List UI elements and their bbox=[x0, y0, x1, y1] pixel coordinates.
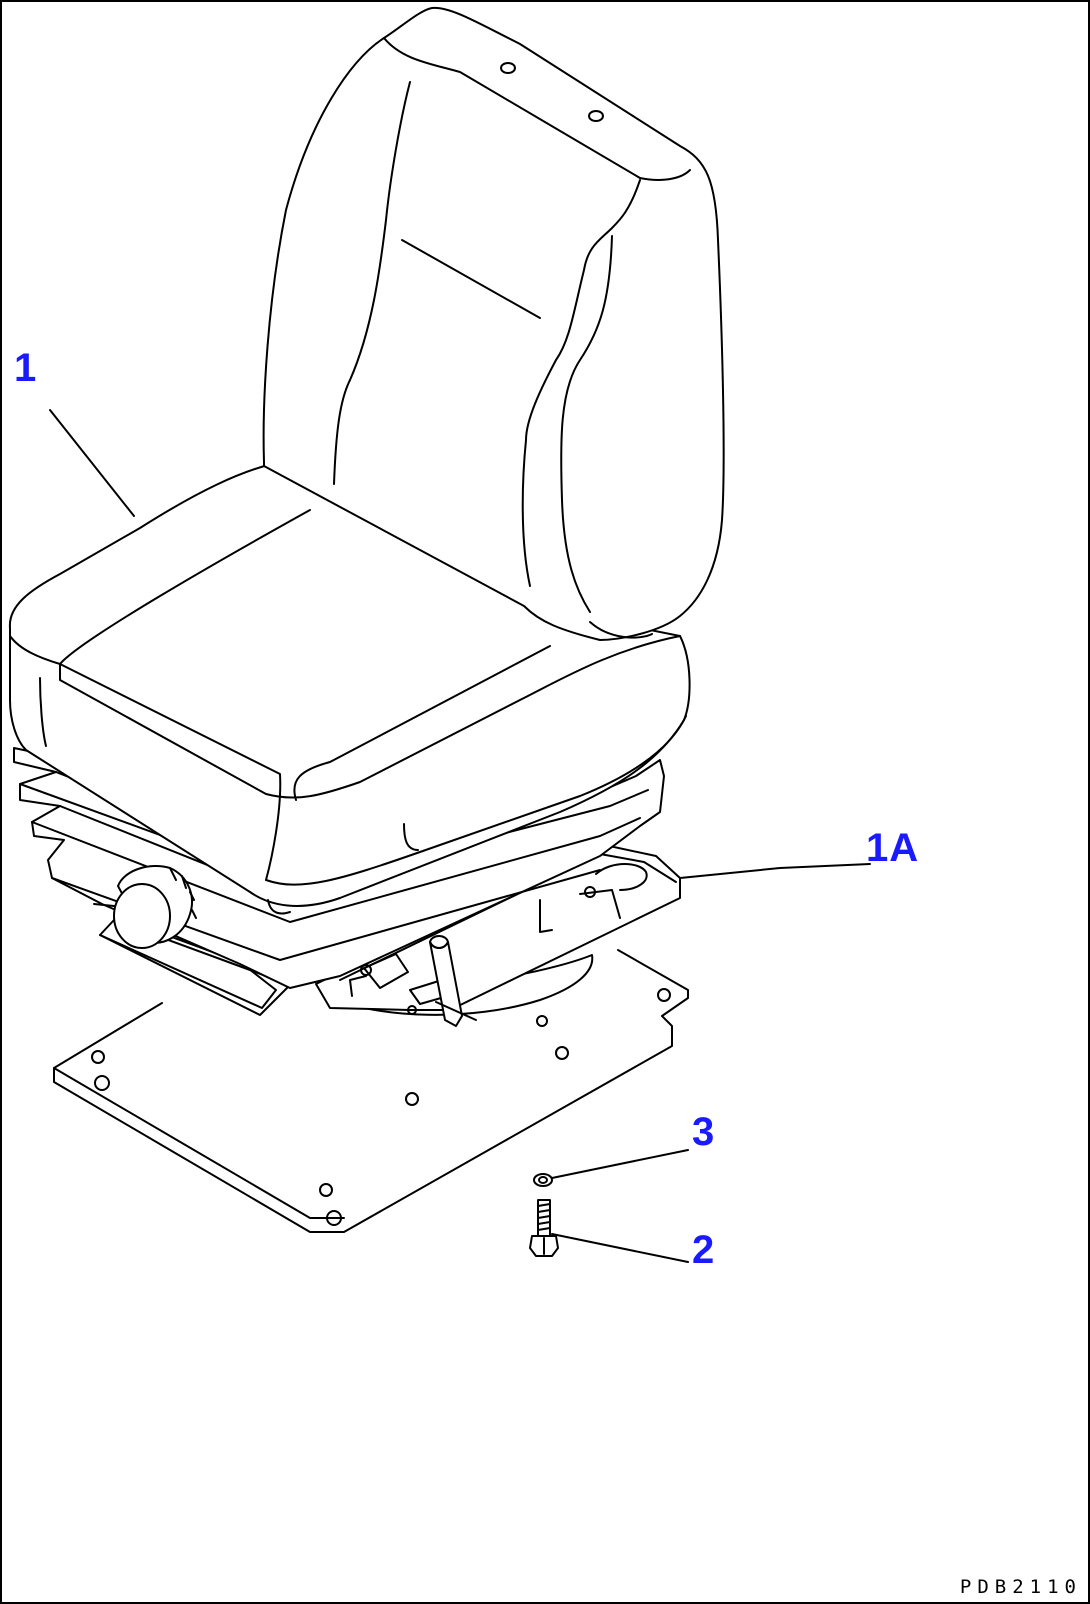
seat-backrest bbox=[262, 6, 725, 641]
document-code: PDB2110 bbox=[959, 1576, 1082, 1598]
bolt bbox=[529, 1199, 559, 1257]
leader-lines bbox=[49, 409, 871, 1263]
callout-2-bolt: 2 bbox=[692, 1228, 716, 1272]
callout-1a-suspension: 1A bbox=[866, 826, 920, 870]
adjustment-knob bbox=[93, 865, 197, 949]
callout-1-seat-assembly: 1 bbox=[14, 346, 38, 390]
seat-cushion bbox=[8, 463, 691, 921]
washer bbox=[533, 1173, 553, 1187]
mounting-plate bbox=[53, 949, 689, 1233]
callout-3-washer: 3 bbox=[692, 1110, 716, 1154]
